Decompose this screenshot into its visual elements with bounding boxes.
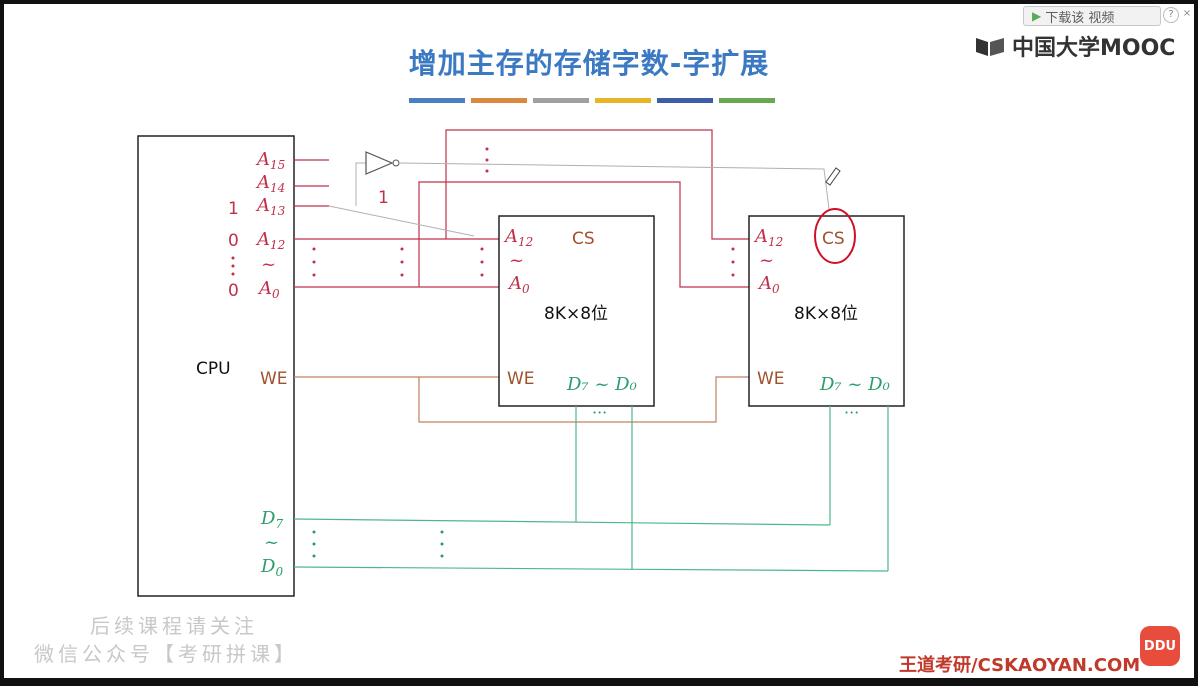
bus-dot [485,169,489,173]
bus-dot [312,530,316,534]
inverter-output-value: 1 [378,188,389,208]
circuit-diagram: CPU A15 A14 A13 A12 ~ A0 1 0 0 1 [137,129,905,597]
pen-cursor-icon [825,167,841,186]
a0-to-chip2 [418,181,749,288]
cpu-pin-a0: A0 [257,278,280,301]
inverter-to-chip2-cs [399,162,830,210]
cpu-pin-d7: D7 [260,508,283,531]
chip2-pin-tilde: ~ [759,250,774,271]
addr-value-a13: 1 [228,199,239,219]
bus-dot [400,247,404,251]
cpu-pin-a15: A15 [255,149,285,172]
a13-chip1-cs [328,205,475,237]
accent-bar [471,98,527,103]
chip1-cs: CS [572,229,595,249]
footer-brand: 王道考研/CSKAOYAN.COM [899,651,1140,677]
bus-dot [440,530,444,534]
inverter-bubble [392,159,400,167]
cpu-pin-a13: A13 [255,195,286,218]
watermark: 后续课程请关注 微信公众号【考研拼课】 [34,612,298,668]
cpu-pin-d0: D0 [260,556,283,579]
footer-site: /CSKAOYAN.COM [971,655,1141,676]
chip2-pin-a12: A12 [753,226,783,249]
cpu-pin-a12: A12 [255,229,285,252]
mooc-logo-text: 中国大学MOOC [1012,36,1176,61]
cpu-pin-data-tilde: ~ [264,532,279,553]
close-button[interactable]: × [1182,8,1192,19]
inverter-icon [365,151,394,175]
bus-dot [485,158,489,162]
mooc-book-icon [974,34,1008,58]
chip2-cs: CS [822,229,845,249]
bus-dot [731,247,735,251]
download-video-button[interactable]: ▶ 下载该 视频 [1023,6,1161,26]
chip1-pin-tilde: ~ [509,250,524,271]
chip1-size: 8K×8位 [544,304,608,324]
chip2-data-ellipsis: ··· [844,403,859,422]
memory-chip-1 [498,215,655,407]
chip1-we: WE [507,369,535,389]
bus-dot [485,147,489,151]
footer-brand-cn: 王道考研 [899,655,971,676]
cpu-pin-tilde: ~ [261,254,276,275]
bus-dot [480,273,484,277]
addr-value-dot [231,256,235,260]
bus-dot [400,260,404,264]
download-video-label: 下载该 视频 [1045,10,1115,26]
accent-bar [533,98,589,103]
chip2-data: D₇ ~ D₀ [819,374,890,395]
cs-highlight-circle [814,208,856,264]
bus-dot [731,260,735,264]
bus-dot [312,260,316,264]
addr-value-a0: 0 [228,281,239,301]
cpu-pin-a14: A14 [255,172,285,195]
cpu-label: CPU [196,359,231,379]
bus-dot [440,542,444,546]
bus-dot [480,247,484,251]
ddu-badge[interactable]: DDU [1140,626,1180,666]
bus-dot [480,260,484,264]
play-icon: ▶ [1032,9,1042,23]
cpu-box [137,135,295,597]
addr-value-dot [231,264,235,268]
chip1-data-ellipsis: ··· [592,403,607,422]
slide: 增加主存的存储字数-字扩展 中国大学MOOC CPU [4,4,1194,678]
bus-dot [312,273,316,277]
memory-chip-2 [748,215,905,407]
chip2-pin-a0: A0 [757,273,780,296]
chip2-size: 8K×8位 [794,304,858,324]
bus-dot [312,542,316,546]
accent-bar [409,98,465,103]
bus-dot [312,247,316,251]
watermark-line: 微信公众号【考研拼课】 [34,642,298,666]
bus-dot [400,273,404,277]
accent-bars [409,98,775,103]
chip1-pin-a0: A0 [507,273,530,296]
chip1-pin-a12: A12 [503,226,533,249]
bus-dot [440,554,444,558]
addr-value-a12: 0 [228,231,239,251]
accent-bar [657,98,713,103]
a13-inverter-in [355,162,366,206]
addr-value-dot [231,272,235,276]
watermark-line: 后续课程请关注 [90,614,258,638]
d0-line [293,566,889,572]
accent-bar [719,98,775,103]
accent-bar [595,98,651,103]
mooc-logo: 中国大学MOOC [974,30,1175,62]
a12-to-chip2 [445,129,749,240]
slide-title: 增加主存的存储字数-字扩展 [408,47,770,80]
d7-line [293,518,831,526]
help-button[interactable]: ? [1163,7,1179,23]
cpu-pin-we: WE [260,369,288,389]
bus-dot [312,554,316,558]
chip1-data: D₇ ~ D₀ [566,374,637,395]
bus-dot [731,273,735,277]
we-to-chip2 [418,376,749,423]
chip2-we: WE [757,369,785,389]
